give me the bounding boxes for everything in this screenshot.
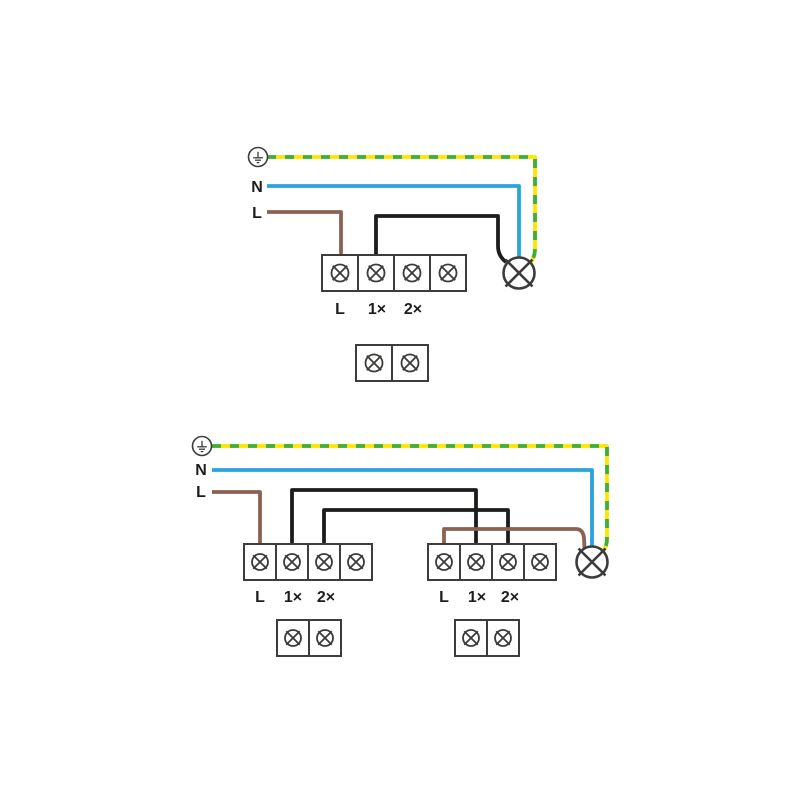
earth-icon [191,435,213,457]
terminal-cell [357,254,395,292]
switched-wire-1 [290,488,478,544]
live-wire [212,490,262,543]
terminal-cell [355,344,393,382]
live-label: L [252,205,262,222]
terminal-cell [307,543,341,581]
switched-live-wire [374,214,508,264]
terminal-cell [429,254,467,292]
switch-terminal-block [321,254,467,292]
earth-wire-green-stripe [212,444,609,554]
neutral-wire [212,468,594,546]
lamp-icon [575,545,609,579]
terminal-cell [427,543,461,581]
left-switch-terminal-labels: L 1× 2× [255,589,335,606]
single-switch-diagram: N L L 1× 2× [247,146,537,382]
terminal-label-l: L [439,589,449,606]
supply-labels: N L [251,179,263,222]
terminal-cell [243,543,277,581]
terminal-label-1: 1× [284,589,302,606]
left-switch-terminal-block [243,543,373,581]
neutral-wire [267,184,521,257]
right-switch-terminal-block [427,543,557,581]
terminal-cell [339,543,373,581]
terminal-label-l: L [335,301,345,318]
terminal-cell [276,619,310,657]
earth-icon [247,146,269,168]
terminal-label-2: 2× [317,589,335,606]
switch-terminal-labels: L 1× 2× [335,301,422,318]
switched-wire-2 [322,508,510,544]
terminal-label-1: 1× [368,301,386,318]
neutral-label: N [251,179,263,196]
terminal-cell [391,344,429,382]
earth-wire-yellow [267,155,537,265]
terminal-label-l: L [255,589,265,606]
live-wire [267,210,343,254]
live-link-wire [442,527,587,549]
terminal-cell [491,543,525,581]
terminal-cell [308,619,342,657]
terminal-cell [321,254,359,292]
right-spare-terminal-block [454,619,520,657]
supply-labels: N L [195,462,207,501]
terminal-cell [393,254,431,292]
neutral-label: N [195,462,207,479]
terminal-cell [523,543,557,581]
earth-wire-green-stripe [267,155,537,265]
earth-wire-yellow [212,444,609,554]
terminal-label-2: 2× [501,589,519,606]
terminal-cell [454,619,488,657]
terminal-cell [275,543,309,581]
lamp-icon [502,256,536,290]
live-label: L [196,484,206,501]
terminal-cell [486,619,520,657]
spare-terminal-block [355,344,429,382]
terminal-cell [459,543,493,581]
right-switch-terminal-labels: L 1× 2× [439,589,519,606]
left-spare-terminal-block [276,619,342,657]
terminal-label-2: 2× [404,301,422,318]
double-switch-diagram: N L L 1× 2× L 1× 2× [191,435,609,657]
terminal-label-1: 1× [468,589,486,606]
